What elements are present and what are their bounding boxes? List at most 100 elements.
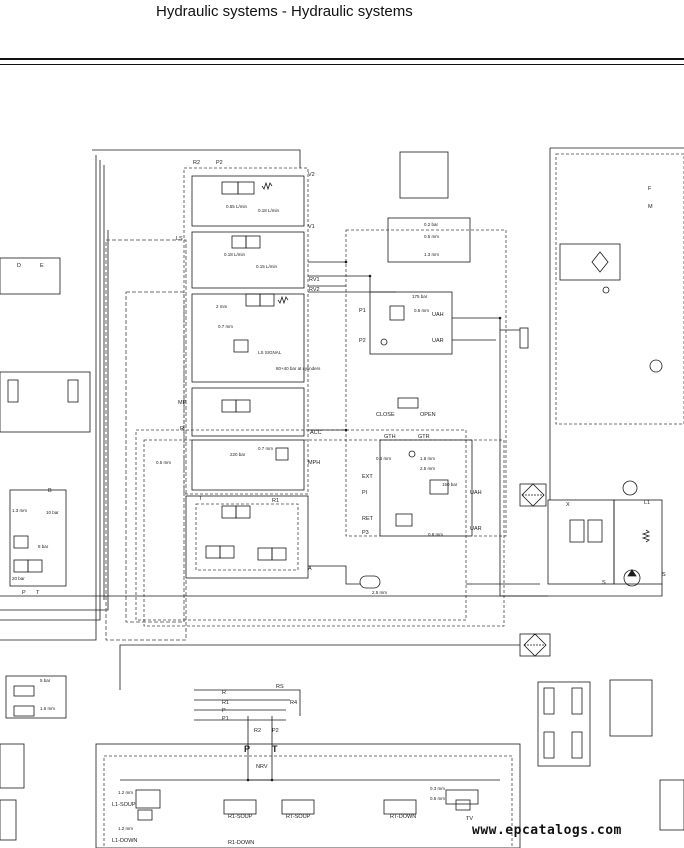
port-label-P3: P3 [362, 530, 369, 536]
header-rule-thin [0, 64, 684, 65]
note-12: 175 bar [412, 294, 428, 299]
filter-icon [523, 633, 547, 657]
port-label-P1: P1 [359, 308, 366, 314]
note-32: 0.5 mm [430, 796, 445, 801]
port-label-S2: S [662, 572, 666, 578]
check-valve-icon [380, 286, 610, 458]
port-label-R1-down: R1-DOWN [228, 840, 254, 846]
note-6: 0.7 mm [218, 324, 233, 329]
note-4: 0.15 L/min [256, 264, 278, 269]
note-26: 150 bar [442, 482, 458, 487]
port-label-D: D [17, 263, 21, 269]
pump-icon [623, 569, 641, 587]
port-label-E: E [40, 263, 44, 269]
port-label-P2b: P2 [359, 338, 366, 344]
port-label-UAH2: UAH [470, 490, 482, 496]
cylinder-icon [7, 327, 583, 759]
watermark-text: www.epcatalogs.com [472, 823, 622, 838]
port-label-UAR: UAR [432, 338, 444, 344]
port-label-RT-soup: RT-SOUP [286, 814, 311, 820]
port-label-F: F [648, 186, 652, 192]
note-31: 0.3 mm [430, 786, 445, 791]
note-17: 0.2 bar [424, 222, 439, 227]
port-label-GTH: GTH [384, 434, 396, 440]
port-label-GTR: GTR [418, 434, 430, 440]
note-13: 0.5 mm [414, 308, 429, 313]
port-label-RV1: RV1 [309, 277, 320, 283]
note-3: 0.18 L/min [224, 252, 246, 257]
note-25: 0.8 mm [428, 532, 443, 537]
port-label-ACC: ACC [310, 430, 322, 436]
spring-icon [261, 181, 651, 543]
port-label-RET: RET [362, 516, 374, 522]
note-23: 20 bar [12, 576, 25, 581]
port-label-NRV: NRV [256, 764, 268, 770]
note-8: 80+40 bar at cylinders [276, 366, 321, 371]
port-label-X: X [566, 502, 570, 508]
port-label-UAH: UAH [432, 312, 444, 318]
port-label-L1-soup: L1-SOUP [112, 802, 136, 808]
note-21: 10 bar [46, 510, 59, 515]
port-label-R1-b: R1 [222, 700, 229, 706]
filter-icon [521, 483, 545, 507]
note-7: LS SIGNAL [258, 350, 282, 355]
note-22: 8 bar [38, 544, 49, 549]
port-label-T: T [199, 496, 203, 502]
port-label-OPEN: OPEN [420, 412, 436, 418]
pt-label-T: T [272, 744, 278, 754]
accumulator-icon [622, 480, 638, 496]
note-10: 220 bar [230, 452, 246, 457]
port-label-B: B [48, 488, 52, 494]
note-9: 0.5 mm [156, 460, 171, 465]
port-label-M: M [648, 204, 653, 210]
port-label-R2: R2 [193, 160, 200, 166]
port-label-L1-down: L1-DOWN [112, 838, 137, 844]
port-label-T2: T [36, 590, 40, 596]
note-16: 2.5 mm [420, 466, 435, 471]
pt-label-P: P [244, 744, 250, 754]
note-30: 1.2 mm [118, 826, 133, 831]
port-label-LS: LS [176, 236, 183, 242]
port-label-S: S [602, 580, 606, 586]
note-1: 0.55 L/min [226, 204, 248, 209]
port-label-R1: R1 [272, 498, 279, 504]
filter-icon [591, 251, 609, 273]
note-20: 1.3 mm [12, 508, 27, 513]
note-28: 1.6 mm [40, 706, 55, 711]
port-label-R-b: R [222, 690, 226, 696]
port-label-V2: V2 [308, 172, 315, 178]
note-24: 2.5 mm [372, 590, 387, 595]
page-title: Hydraulic systems - Hydraulic systems [156, 3, 413, 20]
spool-valve-icon [13, 181, 603, 821]
note-29: 1.2 mm [118, 790, 133, 795]
note-18: 0.5 mm [424, 234, 439, 239]
port-label-P2-c: P2 [272, 728, 279, 734]
note-2: 0.18 L/min [258, 208, 280, 213]
port-label-PI: PI [362, 490, 368, 496]
header-rule [0, 58, 684, 60]
port-label-R4: R4 [290, 700, 297, 706]
note-15: 1.8 mm [420, 456, 435, 461]
port-label-TV: TV [466, 816, 473, 822]
port-label-A: A [308, 566, 312, 572]
port-label-CLOSE: CLOSE [376, 412, 395, 418]
port-label-P1-b: P1 [222, 716, 229, 722]
port-label-P-b: P [222, 708, 226, 714]
note-19: 1.3 mm [424, 252, 439, 257]
port-label-RT-down: RT-DOWN [390, 814, 416, 820]
port-label-L1: L1 [644, 500, 650, 506]
port-label-V1: V1 [308, 224, 315, 230]
port-label-P: P [22, 590, 26, 596]
note-5: 2 mm [216, 304, 228, 309]
junction-dots [246, 260, 502, 782]
note-11: 0.7 mm [258, 446, 273, 451]
note-27: 5 bar [40, 678, 51, 683]
port-label-R2-b: R2 [254, 728, 261, 734]
port-label-MPH: MPH [308, 460, 320, 466]
port-label-P2: P2 [216, 160, 223, 166]
note-14: 0.6 mm [376, 456, 391, 461]
motor-icon [649, 359, 663, 373]
port-label-EXT: EXT [362, 474, 373, 480]
port-label-R: R [180, 426, 184, 432]
